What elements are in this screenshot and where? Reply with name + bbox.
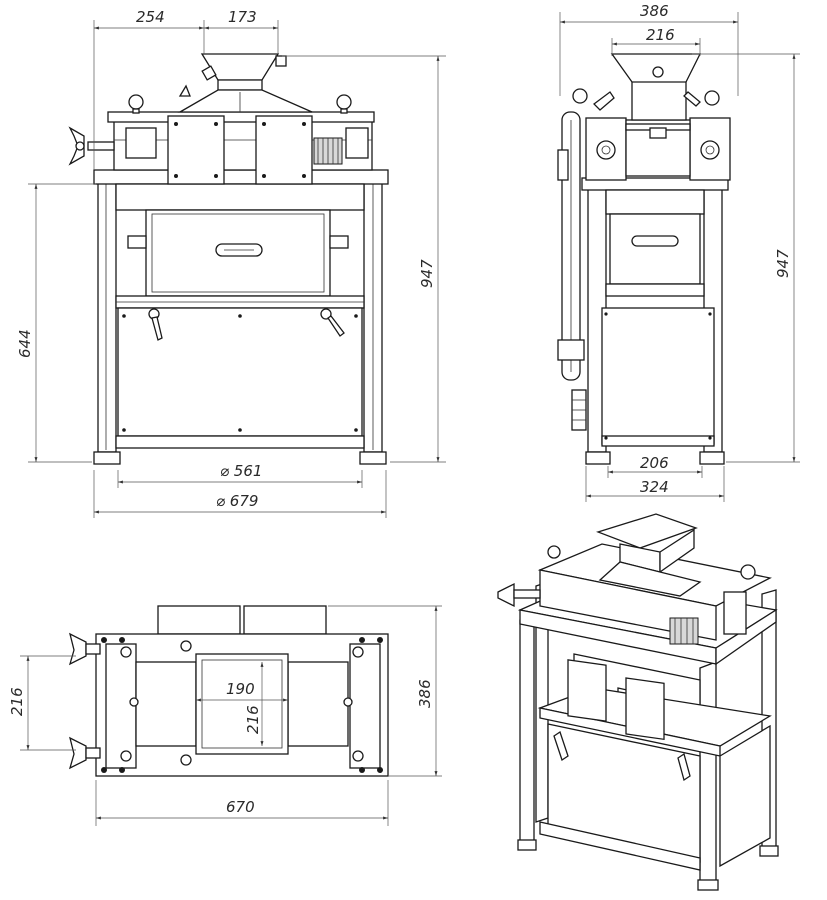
dim-644: 644 (16, 329, 34, 358)
belt-drive (557, 111, 587, 431)
front-top-table (93, 169, 389, 185)
dim-216-top-left: 216 (8, 687, 26, 716)
front-lever-left (148, 308, 163, 341)
top-drawer-right (287, 661, 349, 747)
eye-bolt-right (336, 94, 352, 110)
wing-nut-icon (68, 632, 101, 770)
front-right-foot (359, 451, 387, 465)
dim-206: 206 (640, 454, 669, 472)
front-hopper (177, 53, 313, 113)
dim-947-front: 947 (418, 259, 436, 288)
dim-324: 324 (640, 478, 669, 496)
dim-190: 190 (226, 680, 255, 698)
side-lower-panel (601, 307, 715, 445)
top-view: 386 216 190 216 670 (8, 605, 442, 826)
adjuster-handwheel-icon (68, 126, 115, 166)
top-drawer-left (135, 661, 197, 747)
front-dimensions: 254 173 947 644 ⌀ 561 ⌀ 679 (16, 8, 446, 518)
isometric-view (497, 513, 779, 891)
dim-386-top: 386 (416, 679, 434, 708)
dim-561: ⌀ 561 (220, 462, 262, 480)
front-roll-plate-right (255, 115, 313, 185)
front-left-leg (97, 179, 117, 453)
front-view: 254 173 947 644 ⌀ 561 ⌀ 679 (16, 8, 446, 518)
top-bolts (101, 637, 383, 773)
dim-947-side: 947 (774, 249, 792, 278)
front-lever-right (320, 308, 345, 337)
dim-216-top-inner: 216 (244, 705, 262, 734)
dim-254: 254 (136, 8, 165, 26)
dim-386-side: 386 (640, 2, 669, 20)
side-hopper-body (631, 79, 687, 121)
panel-screws (122, 314, 358, 432)
front-left-foot (93, 451, 121, 465)
side-view: 386 216 947 206 324 (557, 2, 800, 502)
side-dimensions: 386 216 947 206 324 (559, 2, 800, 502)
top-hopper (195, 653, 289, 755)
dim-173: 173 (228, 8, 257, 26)
dim-670: 670 (226, 798, 255, 816)
front-roll-plate-left (167, 115, 225, 185)
iso-spring-icon (669, 617, 699, 645)
dim-216-side: 216 (646, 26, 675, 44)
spring-icon (313, 137, 343, 165)
eye-bolt-left (128, 94, 144, 110)
iso-hopper (596, 513, 702, 597)
dim-679: ⌀ 679 (216, 492, 258, 510)
top-roll-plate-right (243, 605, 327, 635)
top-dimensions: 386 216 190 216 670 (8, 605, 442, 826)
iso-handwheel-icon (497, 582, 515, 608)
top-roll-plate-left (157, 605, 241, 635)
